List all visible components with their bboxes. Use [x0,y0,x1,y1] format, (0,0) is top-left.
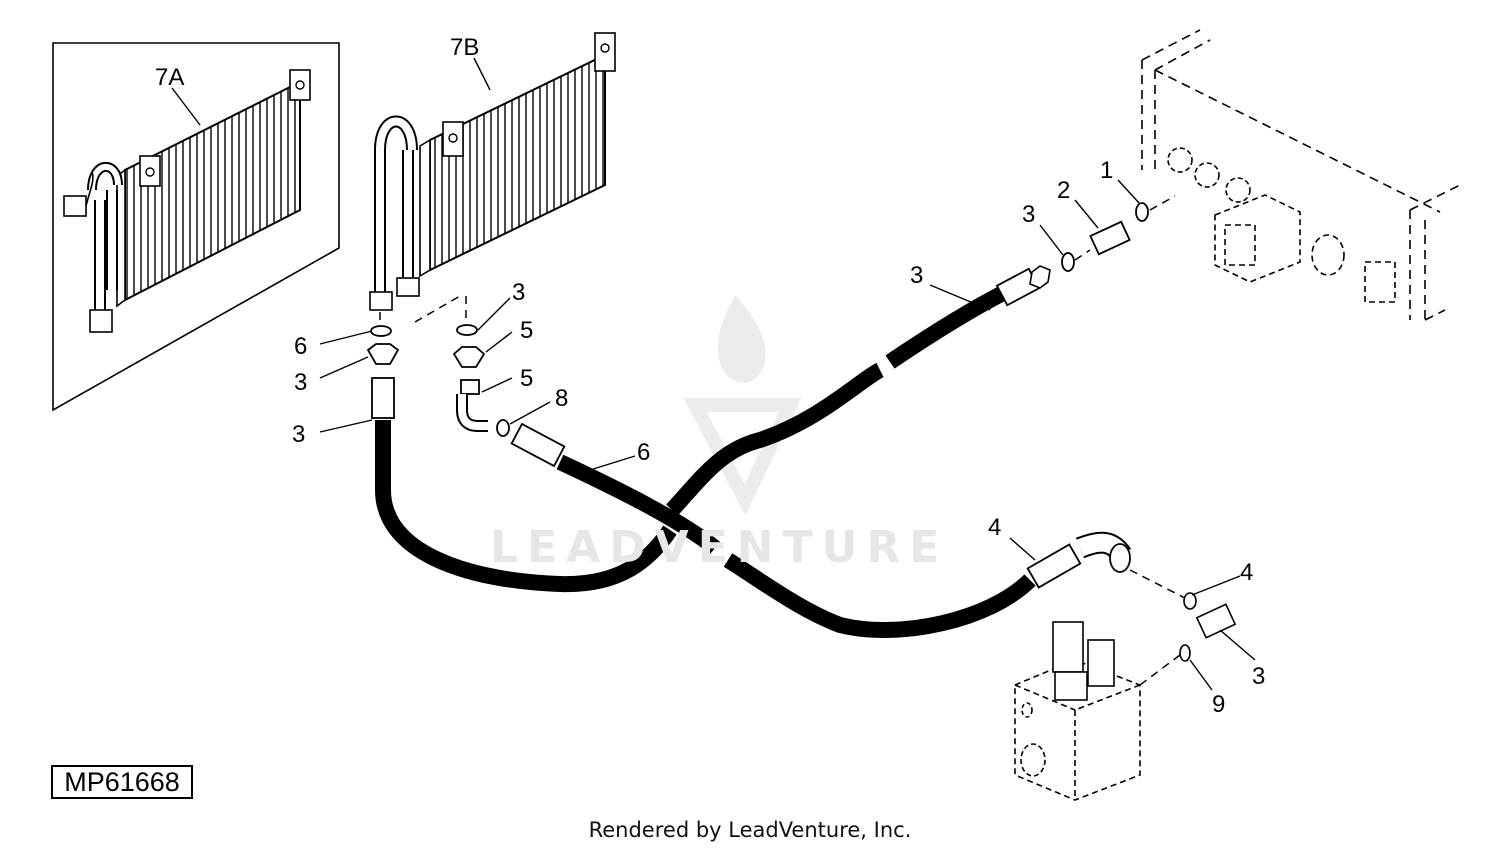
callout-6-left: 3 [292,421,305,448]
figure-id-label: MP61668 [51,765,193,799]
valve-block [1014,592,1237,801]
callout-2: 2 [1057,177,1070,204]
callout-5-mid: 5 [520,317,533,344]
pump-housing [1141,29,1461,321]
callout-3-mid: 3 [512,279,525,306]
callout-3-top: 3 [1022,201,1035,228]
housing-ports [1167,147,1396,303]
inset-7a [52,42,340,412]
render-credit: Rendered by LeadVenture, Inc. [588,818,912,842]
oil-cooler-7b [369,32,616,311]
callout-5-left: 3 [294,369,307,396]
callout-3-lower: 8 [555,385,568,412]
callout-3-left: 6 [294,333,307,360]
hose-6-right [666,265,1051,516]
callout-6-top: 3 [910,262,923,289]
callout-8: 5 [520,365,533,392]
callout-3-right: 4 [1240,559,1253,586]
left-fittings [366,324,510,437]
callout-4-lower: 4 [988,514,1001,541]
callout-1-top: 1 [1100,157,1113,184]
watermark-text: LEADVENTURE [490,522,949,573]
callout-1-bottom: 9 [1212,691,1225,718]
upper-right-fittings [1061,202,1149,272]
hose-4 [510,422,1132,638]
hose-6-left [371,377,677,593]
callout-4-upper: 6 [637,439,650,466]
callout-labels: 7A 7B 1 2 3 3 6 3 3 5 5 8 3 6 4 4 3 9 [155,34,1265,718]
callout-9: 3 [1252,663,1265,690]
callout-leaders [171,57,1256,691]
callout-7a: 7A [155,64,184,91]
callout-7b: 7B [450,34,479,61]
